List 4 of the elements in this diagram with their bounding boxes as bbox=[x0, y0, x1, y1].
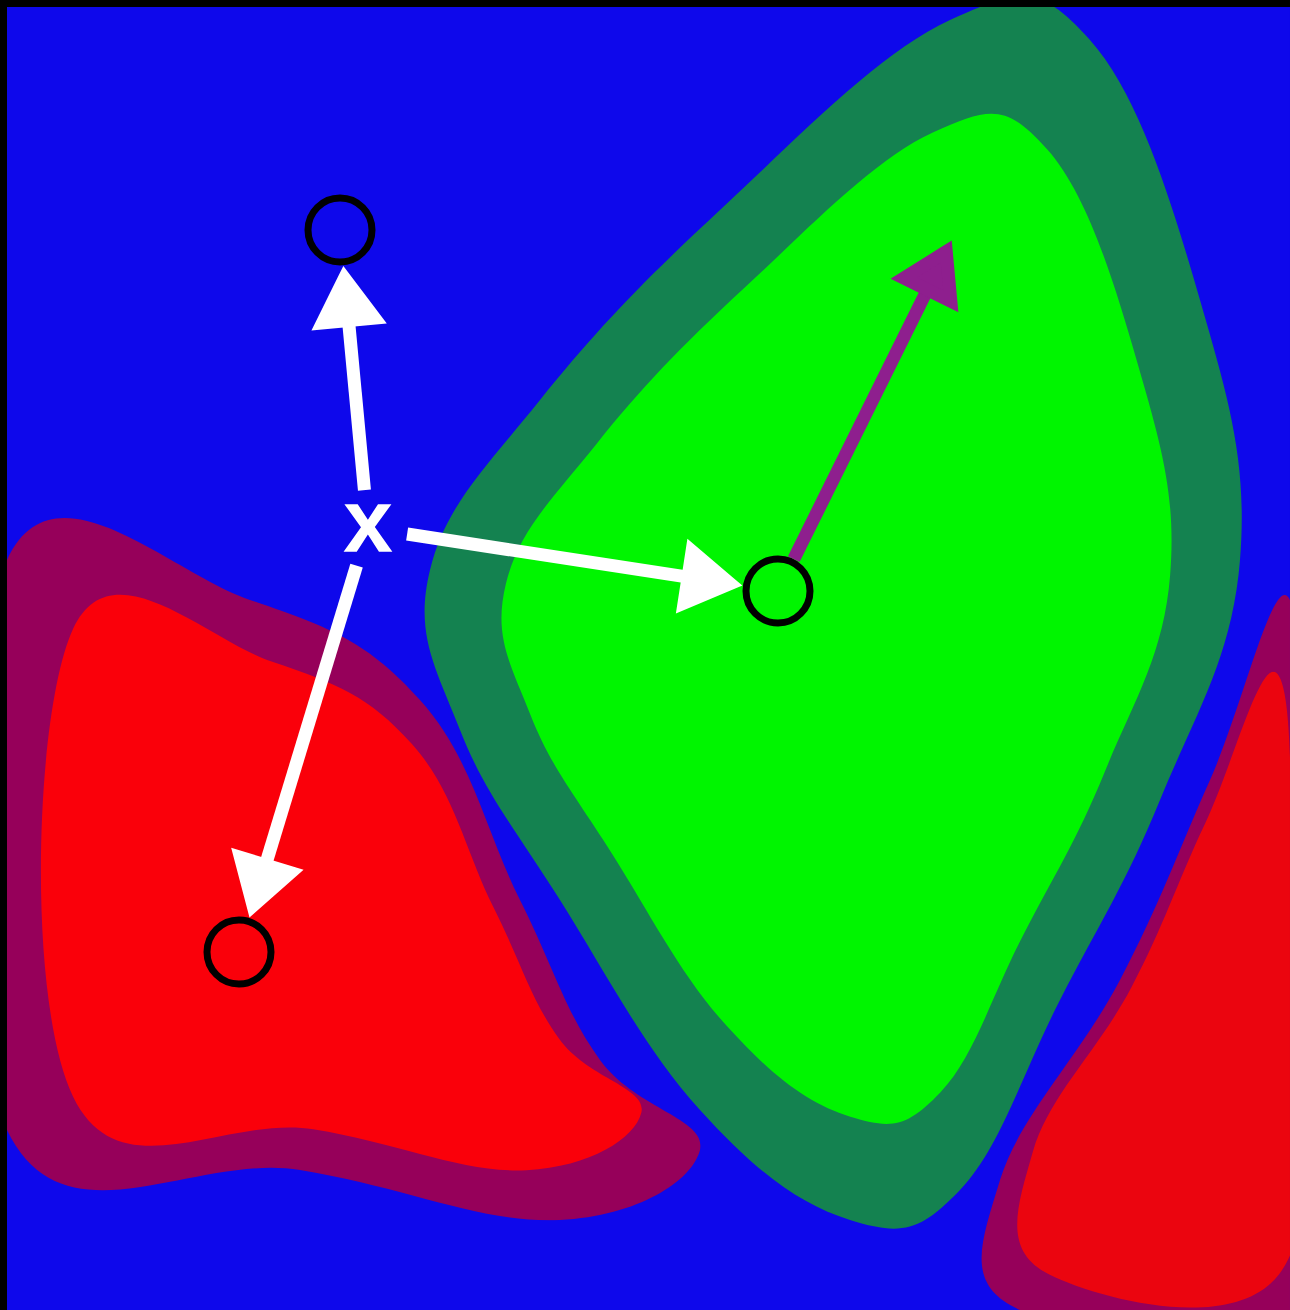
ring-marker bbox=[304, 194, 376, 266]
ring-marker bbox=[203, 916, 275, 988]
label-text: x bbox=[343, 504, 393, 552]
ring-marker bbox=[742, 555, 814, 627]
